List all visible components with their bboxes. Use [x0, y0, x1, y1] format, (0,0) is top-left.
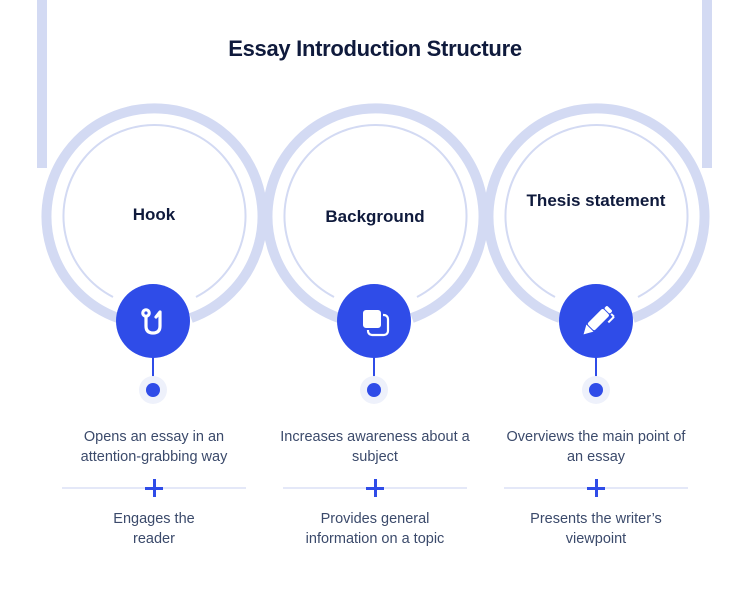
step-label-hook: Hook: [132, 205, 176, 224]
dot-thesis: [589, 383, 603, 397]
outer-arc-hook: [41, 103, 268, 323]
purpose-thesis: Overviews the main point of an essay: [506, 429, 686, 465]
outer-arc-background: [262, 103, 489, 323]
inner-arc-background: [283, 124, 468, 298]
stacked-squares-icon: [361, 308, 390, 337]
inner-arc-thesis: [504, 124, 689, 298]
dot-background: [367, 383, 381, 397]
plus-icon: [587, 479, 607, 499]
inner-arc-hook: [62, 124, 247, 298]
purpose-background: Increases awareness about a subject: [280, 429, 470, 465]
dot-hook: [146, 383, 160, 397]
purpose-hook: Opens an essay in an attention-grabbing …: [80, 429, 228, 465]
effect-background: Provides general information on a topic: [305, 511, 445, 547]
effect-thesis: Presents the writer’s viewpoint: [530, 511, 662, 547]
plus-icon: [145, 479, 165, 499]
step-label-thesis: Thesis statement: [526, 191, 666, 210]
pen-icon: [583, 306, 615, 335]
plus-icon: [366, 479, 386, 499]
step-label-background: Background: [325, 207, 425, 226]
fishing-hook-icon: [141, 308, 162, 335]
effect-hook: Engages the reader: [113, 511, 195, 547]
outer-arc-thesis: [483, 103, 710, 323]
diagram-title: Essay Introduction Structure: [228, 36, 522, 61]
icon-badge-hook: [116, 284, 190, 358]
